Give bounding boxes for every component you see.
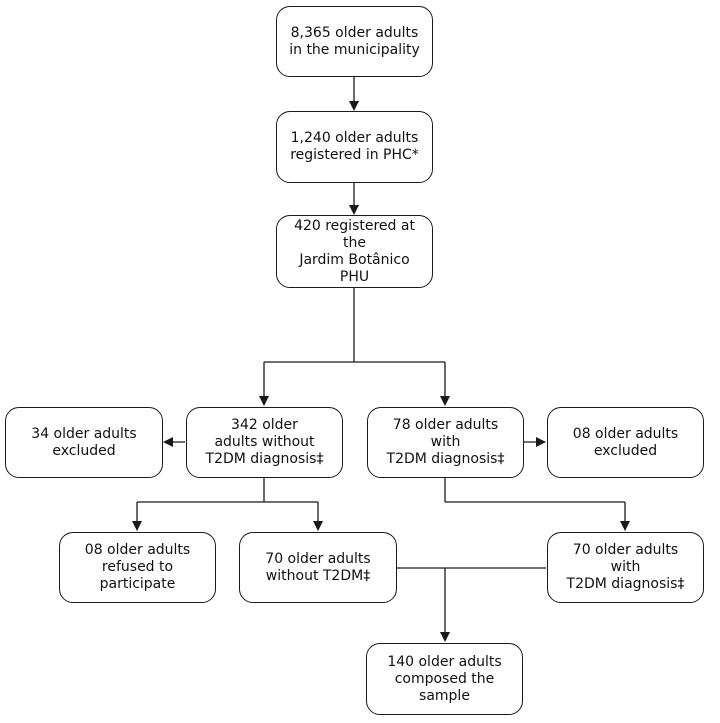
box-phu: 420 registered at the Jardim Botânico PH… bbox=[276, 215, 433, 288]
box-municipality-label: 8,365 older adults in the municipality bbox=[289, 24, 420, 58]
box-refused-label: 08 older adults refused to participate bbox=[84, 542, 191, 592]
box-phu-label: 420 registered at the Jardim Botânico PH… bbox=[294, 217, 415, 285]
box-phc-label: 1,240 older adults registered in PHC* bbox=[290, 130, 419, 163]
box-phc: 1,240 older adults registered in PHC* bbox=[276, 111, 433, 183]
box-sample: 140 older adults composed the sample bbox=[366, 643, 523, 715]
box-refused: 08 older adults refused to participate bbox=[59, 532, 216, 603]
box-excluded-left: 34 older adults excluded bbox=[5, 407, 163, 478]
box-excluded-left-label: 34 older adults excluded bbox=[31, 425, 137, 459]
box-with-diagnosis-label: 78 older adults with T2DM diagnosis‡ bbox=[386, 417, 505, 467]
box-excluded-right-label: 08 older adults excluded bbox=[572, 425, 679, 459]
box-municipality: 8,365 older adults in the municipality bbox=[276, 6, 433, 77]
box-sample-label: 140 older adults composed the sample bbox=[387, 653, 502, 704]
box-without-t2dm-label: 70 older adults without T2DM‡ bbox=[265, 550, 371, 584]
box-with-diagnosis: 78 older adults with T2DM diagnosis‡ bbox=[367, 407, 524, 478]
box-excluded-right: 08 older adults excluded bbox=[547, 407, 704, 478]
box-without-t2dm: 70 older adults without T2DM‡ bbox=[239, 532, 397, 603]
box-with-t2dm: 70 older adults with T2DM diagnosis‡ bbox=[547, 532, 704, 603]
box-with-t2dm-label: 70 older adults with T2DM diagnosis‡ bbox=[566, 542, 685, 592]
box-without-diagnosis: 342 older adults without T2DM diagnosis‡ bbox=[186, 407, 343, 478]
box-without-diagnosis-label: 342 older adults without T2DM diagnosis‡ bbox=[205, 417, 324, 467]
